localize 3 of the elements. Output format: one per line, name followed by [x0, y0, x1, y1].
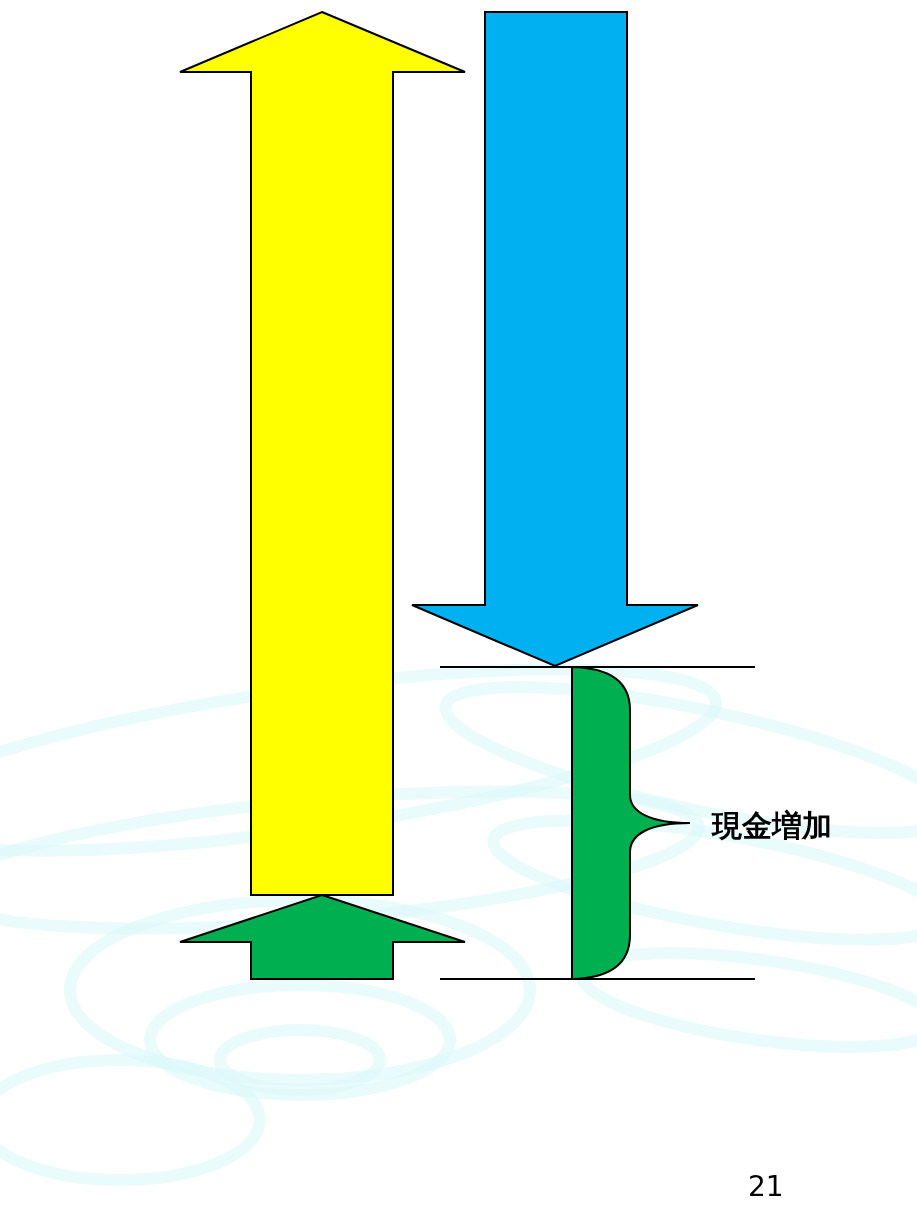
brace-label: 現金増加: [712, 807, 832, 845]
page-number: 21: [748, 1170, 784, 1203]
curly-brace: [571, 666, 691, 980]
